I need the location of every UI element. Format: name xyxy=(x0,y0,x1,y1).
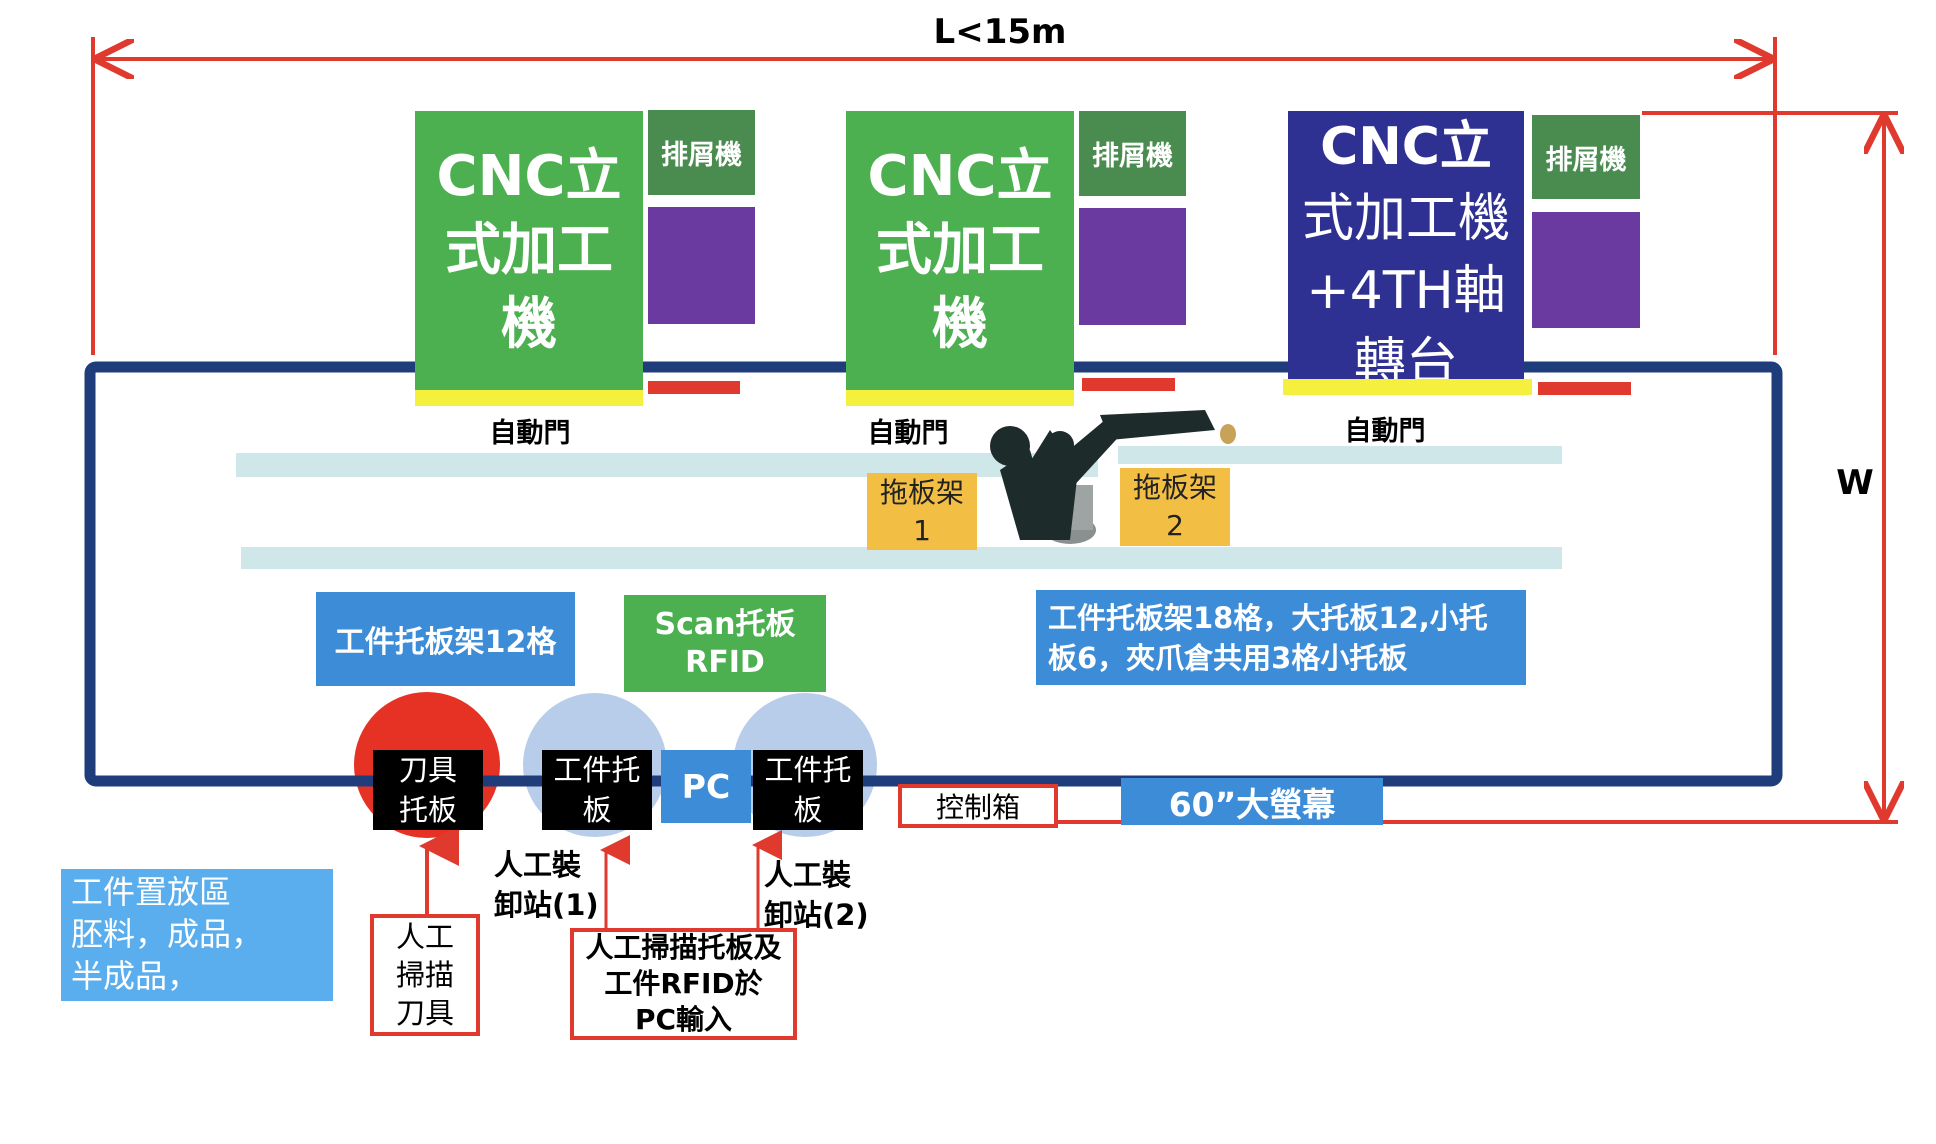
pallet-rack-18-line: 工件托板架18格，大托板12,小托 xyxy=(1048,600,1488,635)
auto-door-2 xyxy=(846,390,1074,406)
pallet-rack-2: 拖板架 2 xyxy=(1120,468,1230,546)
cnc-title-line: 機 xyxy=(501,291,557,357)
workpiece-pallet-line: 板 xyxy=(793,793,823,827)
length-dimension xyxy=(91,37,1777,355)
pallet-rack-18-line: 板6，夾爪倉共用3格小托板 xyxy=(1048,640,1408,675)
control-box: 控制箱 xyxy=(898,784,1058,828)
workpiece-pallet-1: 工件托 板 xyxy=(542,750,652,830)
chip-conveyor-3 xyxy=(1532,212,1640,328)
tool-pallet-line: 托板 xyxy=(398,793,457,827)
station-line: 人工裝 xyxy=(764,858,852,892)
workpiece-pallet-line: 工件托 xyxy=(764,753,852,787)
rail-upper-right xyxy=(1118,446,1562,464)
cnc-title-line: 轉台 xyxy=(1353,333,1458,379)
chip-conveyor-2-label: 排屑機 xyxy=(1079,111,1186,196)
manual-station-2-label: 人工裝 卸站(2) xyxy=(764,855,894,935)
cnc-title-line: CNC立 xyxy=(1320,117,1492,177)
cnc-machine-1: CNC立 式加工 機 xyxy=(415,111,643,390)
big-screen: 60”大螢幕 xyxy=(1121,778,1383,825)
tool-pallet: 刀具 托板 xyxy=(373,750,483,830)
width-label: W xyxy=(1836,463,1874,503)
scan-pallet-line: PC輸入 xyxy=(634,1003,733,1036)
pc-terminal: PC xyxy=(661,750,751,823)
door-marker-1 xyxy=(648,381,740,394)
cnc-title-line: 式加工 xyxy=(876,217,1044,283)
storage-line: 胚料，成品， xyxy=(71,915,264,953)
workpiece-pallet-2: 工件托 板 xyxy=(753,750,863,830)
pallet-rack-1: 拖板架 1 xyxy=(867,473,977,550)
cnc-title-line: CNC立 xyxy=(436,143,622,209)
station-line: 卸站(2) xyxy=(764,898,869,932)
rack-label: 拖板架 xyxy=(879,475,964,509)
scan-pallet-line: 工件RFID於 xyxy=(604,967,763,1000)
robot-arm-icon xyxy=(990,410,1236,544)
chip-conveyor-2 xyxy=(1079,208,1186,325)
scan-tool-note: 人工 掃描 刀具 xyxy=(370,914,480,1036)
scan-tool-line: 掃描 xyxy=(395,958,454,992)
cnc-machine-2: CNC立 式加工 機 xyxy=(846,111,1074,390)
workpiece-pallet-line: 工件托 xyxy=(553,753,641,787)
storage-line: 半成品， xyxy=(71,957,200,995)
scan-rfid-line: Scan托板 xyxy=(654,606,796,642)
station-line: 人工裝 xyxy=(494,848,582,882)
length-label: L<15m xyxy=(933,12,1067,52)
rack-number: 2 xyxy=(1166,509,1184,542)
cnc-machine-3: CNC立 式加工機 +4TH軸 轉台 xyxy=(1288,111,1524,379)
auto-door-3 xyxy=(1283,379,1532,395)
rail-lower xyxy=(241,547,1562,569)
auto-door-2-label: 自動門 xyxy=(867,417,949,449)
pallet-rack-12-zone: 工件托板架12格 xyxy=(316,592,575,686)
cnc-title-line: CNC立 xyxy=(867,143,1053,209)
cnc-title-line: 式加工機 xyxy=(1301,189,1510,249)
rack-number: 1 xyxy=(913,513,931,547)
manual-station-1-label: 人工裝 卸站(1) xyxy=(494,845,624,925)
chip-conveyor-1-label: 排屑機 xyxy=(648,110,755,195)
rack-label: 拖板架 xyxy=(1132,471,1217,504)
door-marker-2 xyxy=(1082,378,1175,391)
workpiece-pallet-line: 板 xyxy=(582,793,612,827)
cnc-title-line: 式加工 xyxy=(445,217,613,283)
scan-rfid-zone: Scan托板 RFID xyxy=(624,595,826,692)
storage-line: 工件置放區 xyxy=(71,873,232,911)
chip-conveyor-3-label: 排屑機 xyxy=(1532,115,1640,199)
auto-door-1-label: 自動門 xyxy=(489,417,571,449)
auto-door-3-label: 自動門 xyxy=(1344,415,1426,447)
scan-pallet-line: 人工掃描托板及 xyxy=(585,931,782,964)
auto-door-1 xyxy=(415,390,643,406)
workpiece-storage-area: 工件置放區 胚料，成品， 半成品， xyxy=(61,869,333,1001)
tool-pallet-line: 刀具 xyxy=(398,753,457,787)
station-line: 卸站(1) xyxy=(494,888,599,922)
chip-conveyor-1 xyxy=(648,207,755,324)
pallet-rack-18-zone: 工件托板架18格，大托板12,小托 板6，夾爪倉共用3格小托板 xyxy=(1036,590,1526,685)
scan-rfid-line: RFID xyxy=(685,644,765,680)
door-marker-3 xyxy=(1538,382,1631,395)
cnc-title-line: 機 xyxy=(932,291,988,357)
scan-pallet-note: 人工掃描托板及 工件RFID於 PC輸入 xyxy=(570,928,797,1040)
scan-tool-line: 刀具 xyxy=(395,996,454,1030)
cnc-title-line: +4TH軸 xyxy=(1306,261,1506,321)
scan-tool-line: 人工 xyxy=(395,920,454,954)
